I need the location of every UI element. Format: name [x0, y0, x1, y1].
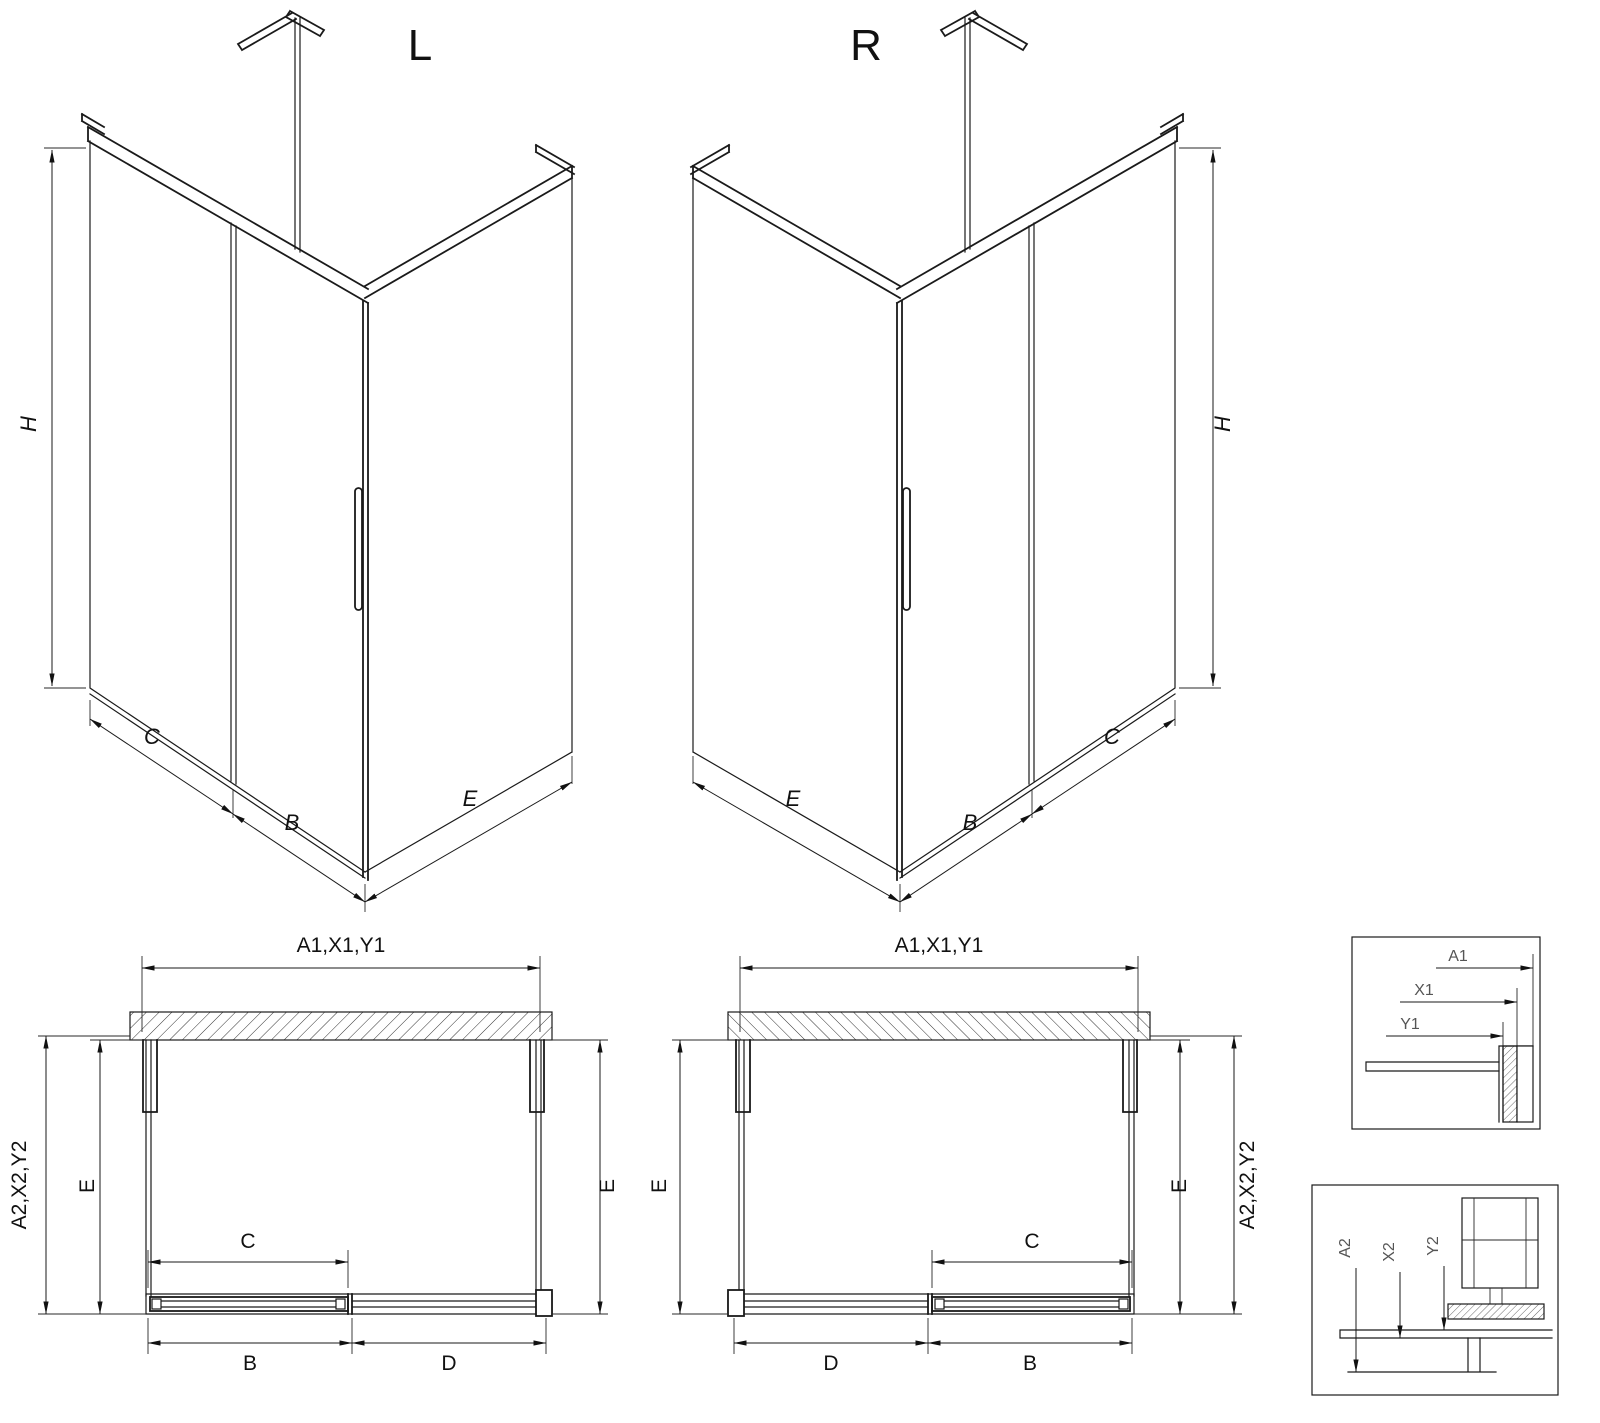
detail-dim-x1: X1	[1414, 982, 1434, 999]
detail-bottom-profile-section	[1339, 1197, 1553, 1373]
dim-label-b-right: B	[963, 810, 978, 835]
plan-left-dim-depth-side: A2,X2,Y2	[8, 1141, 31, 1230]
view-title-l: L	[408, 21, 432, 70]
plan-left-geometry	[38, 956, 608, 1354]
detail-bottom-border	[1311, 1184, 1559, 1396]
detail-top-border	[1351, 936, 1541, 1130]
detail-dim-y2: Y2	[1425, 1236, 1442, 1256]
plan-left-dim-b: B	[243, 1352, 257, 1375]
dim-label-h-right: H	[1210, 416, 1235, 432]
detail-dim-y1: Y1	[1400, 1016, 1420, 1033]
plan-right-dim-width: A1,X1,Y1	[895, 934, 984, 957]
plan-left-dim-e-left: E	[76, 1179, 99, 1193]
view-title-r: R	[850, 21, 882, 70]
plan-right-dim-e-right: E	[1168, 1179, 1191, 1193]
iso-view-right: R H C B E	[691, 11, 1235, 912]
dim-label-b-left: B	[285, 810, 300, 835]
dim-label-c-right: C	[1104, 724, 1120, 749]
plan-right-dim-e-left: E	[648, 1179, 671, 1193]
plan-left-dim-e-right: E	[596, 1179, 619, 1193]
detail-dim-a1: A1	[1448, 948, 1468, 965]
iso-right-geometry	[691, 11, 1221, 912]
plan-view-right: A1,X1,Y1 A2,X2,Y2 E E C B D	[648, 934, 1259, 1375]
detail-view-track-section: A2 X2 Y2	[1311, 1184, 1559, 1396]
plan-view-left: A1,X1,Y1 A2,X2,Y2 E E C B D	[8, 934, 619, 1375]
plan-left-dim-d: D	[441, 1352, 456, 1375]
plan-right-dim-c: C	[1024, 1230, 1039, 1253]
detail-dim-x2: X2	[1381, 1242, 1398, 1262]
plan-right-dim-b: B	[1023, 1352, 1037, 1375]
dim-label-c-left: C	[144, 724, 160, 749]
plan-left-dim-c: C	[240, 1230, 255, 1253]
plan-right-dim-d: D	[823, 1352, 838, 1375]
plan-right-dim-depth-side: A2,X2,Y2	[1236, 1141, 1259, 1230]
dim-label-e-left: E	[463, 786, 478, 811]
iso-left-geometry	[44, 11, 574, 912]
detail-dim-a2: A2	[1337, 1238, 1354, 1258]
dim-label-h-left: H	[16, 416, 41, 432]
dim-label-e-right: E	[786, 786, 801, 811]
iso-view-left: L H C B E	[16, 11, 574, 912]
detail-top-profile-section	[1365, 1045, 1534, 1123]
plan-left-dim-width: A1,X1,Y1	[297, 934, 386, 957]
detail-top-extension-lines	[1502, 954, 1534, 1046]
detail-view-wall-profile: A1 X1 Y1	[1351, 936, 1541, 1130]
plan-right-geometry	[672, 956, 1242, 1354]
